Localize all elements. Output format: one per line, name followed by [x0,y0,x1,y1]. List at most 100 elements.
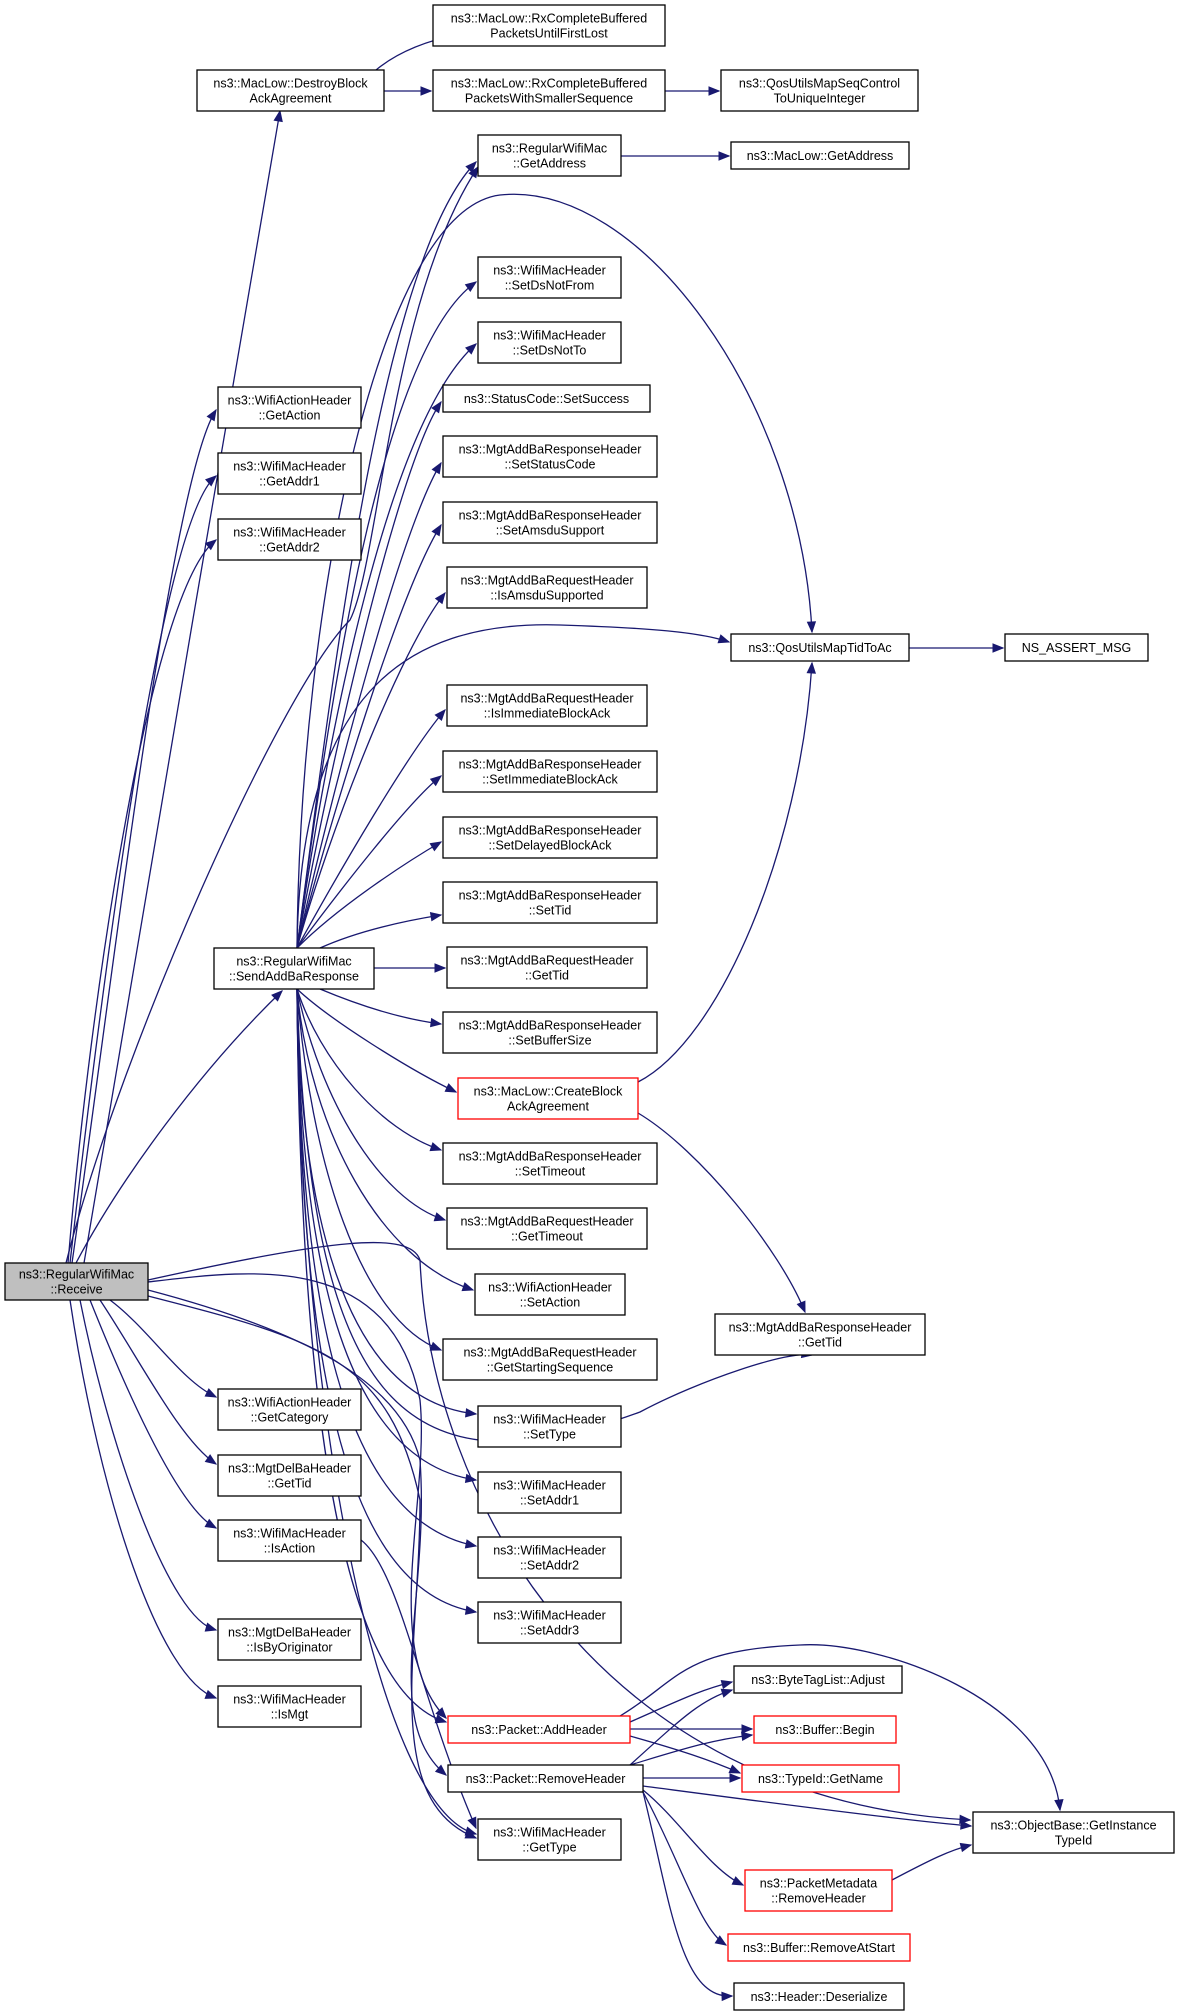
node-box[interactable] [442,881,658,924]
node-box[interactable] [477,134,622,177]
node-rxSmallerSeq[interactable]: ns3::MacLow::RxCompleteBufferedPacketsWi… [432,69,666,112]
node-bufferBegin[interactable]: ns3::Buffer::Begin [753,1715,897,1744]
node-box[interactable] [733,1982,905,2011]
node-setDsNotTo[interactable]: ns3::WifiMacHeader::SetDsNotTo [477,321,622,364]
node-box[interactable] [733,1665,903,1694]
node-metaRemoveHeader[interactable]: ns3::PacketMetadata::RemoveHeader [744,1869,893,1912]
node-box[interactable] [442,435,658,478]
node-isMgt[interactable]: ns3::WifiMacHeader::IsMgt [217,1685,362,1728]
node-qosTidToAc[interactable]: ns3::QosUtilsMapTidToAc [730,633,910,662]
node-box[interactable] [447,1715,631,1744]
node-setImmediateBlockAck[interactable]: ns3::MgtAddBaResponseHeader::SetImmediat… [442,750,658,793]
node-box[interactable] [446,684,648,727]
node-box[interactable] [442,750,658,793]
node-box[interactable] [720,69,919,112]
node-addHeader[interactable]: ns3::Packet::AddHeader [447,1715,631,1744]
node-regGetAddress[interactable]: ns3::RegularWifiMac::GetAddress [477,134,622,177]
node-box[interactable] [477,321,622,364]
node-respSetTid[interactable]: ns3::MgtAddBaResponseHeader::SetTid [442,881,658,924]
node-getType[interactable]: ns3::WifiMacHeader::GetType [477,1818,622,1861]
node-box[interactable] [442,501,658,544]
node-box[interactable] [217,1519,362,1562]
node-reqGetTid[interactable]: ns3::MgtAddBaRequestHeader::GetTid [446,946,648,989]
node-box[interactable] [217,1618,362,1661]
node-nsAssertMsg[interactable]: NS_ASSERT_MSG [1004,633,1149,662]
node-box[interactable] [457,1077,639,1120]
node-macLowGetAddress[interactable]: ns3::MacLow::GetAddress [730,141,910,170]
node-box[interactable] [217,1454,362,1497]
node-box[interactable] [217,452,362,495]
node-box[interactable] [474,1273,626,1316]
node-box[interactable] [217,1388,362,1431]
node-box[interactable] [477,1405,622,1448]
node-rxFirstLost[interactable]: ns3::MacLow::RxCompleteBufferedPacketsUn… [432,4,666,47]
node-box[interactable] [477,1818,622,1861]
node-typeIdGetName[interactable]: ns3::TypeId::GetName [741,1764,900,1793]
node-box[interactable] [477,1601,622,1644]
node-setAmsduSupport[interactable]: ns3::MgtAddBaResponseHeader::SetAmsduSup… [442,501,658,544]
node-removeAtStart[interactable]: ns3::Buffer::RemoveAtStart [727,1933,911,1962]
node-box[interactable] [442,1338,658,1381]
node-getAddr2[interactable]: ns3::WifiMacHeader::GetAddr2 [217,518,362,561]
node-getStartingSequence[interactable]: ns3::MgtAddBaRequestHeader::GetStartingS… [442,1338,658,1381]
node-isAction[interactable]: ns3::WifiMacHeader::IsAction [217,1519,362,1562]
node-box[interactable] [213,947,375,990]
node-box[interactable] [446,566,648,609]
node-box[interactable] [714,1313,926,1356]
node-box[interactable] [432,4,666,47]
node-box[interactable] [446,946,648,989]
node-sendAddBaResponse[interactable]: ns3::RegularWifiMac::SendAddBaResponse [213,947,375,990]
node-removeHeader[interactable]: ns3::Packet::RemoveHeader [447,1764,644,1793]
node-box[interactable] [1004,633,1149,662]
node-setType[interactable]: ns3::WifiMacHeader::SetType [477,1405,622,1448]
node-box[interactable] [447,1764,644,1793]
node-box[interactable] [477,1471,622,1514]
node-setAddr3[interactable]: ns3::WifiMacHeader::SetAddr3 [477,1601,622,1644]
node-box[interactable] [477,1536,622,1579]
node-box[interactable] [753,1715,897,1744]
node-qosSeqControl[interactable]: ns3::QosUtilsMapSeqControlToUniqueIntege… [720,69,919,112]
node-isByOriginator[interactable]: ns3::MgtDelBaHeader::IsByOriginator [217,1618,362,1661]
node-byteTagAdjust[interactable]: ns3::ByteTagList::Adjust [733,1665,903,1694]
node-box[interactable] [432,69,666,112]
node-getTimeout[interactable]: ns3::MgtAddBaRequestHeader::GetTimeout [446,1207,648,1250]
node-setAddr1[interactable]: ns3::WifiMacHeader::SetAddr1 [477,1471,622,1514]
node-getAddr1[interactable]: ns3::WifiMacHeader::GetAddr1 [217,452,362,495]
node-box[interactable] [972,1811,1175,1854]
node-setDelayedBlockAck[interactable]: ns3::MgtAddBaResponseHeader::SetDelayedB… [442,816,658,859]
node-isImmediateBlockAck[interactable]: ns3::MgtAddBaRequestHeader::IsImmediateB… [446,684,648,727]
node-box[interactable] [744,1869,893,1912]
node-setAddr2[interactable]: ns3::WifiMacHeader::SetAddr2 [477,1536,622,1579]
node-box[interactable] [442,1011,658,1054]
node-box[interactable] [741,1764,900,1793]
node-box[interactable] [477,256,622,299]
node-getCategory[interactable]: ns3::WifiActionHeader::GetCategory [217,1388,362,1431]
node-receive[interactable]: ns3::RegularWifiMac::Receive [4,1262,149,1301]
node-box[interactable] [446,1207,648,1250]
node-setTimeout[interactable]: ns3::MgtAddBaResponseHeader::SetTimeout [442,1142,658,1185]
node-box[interactable] [730,141,910,170]
node-getAction[interactable]: ns3::WifiActionHeader::GetAction [217,386,362,429]
node-setBufferSize[interactable]: ns3::MgtAddBaResponseHeader::SetBufferSi… [442,1011,658,1054]
node-setAction[interactable]: ns3::WifiActionHeader::SetAction [474,1273,626,1316]
node-setStatusCode[interactable]: ns3::MgtAddBaResponseHeader::SetStatusCo… [442,435,658,478]
node-box[interactable] [217,386,362,429]
node-respGetTid[interactable]: ns3::MgtAddBaResponseHeader::GetTid [714,1313,926,1356]
node-box[interactable] [4,1262,149,1301]
node-isAmsduSupported[interactable]: ns3::MgtAddBaRequestHeader::IsAmsduSuppo… [446,566,648,609]
node-box[interactable] [727,1933,911,1962]
node-box[interactable] [442,384,651,413]
node-statusSetSuccess[interactable]: ns3::StatusCode::SetSuccess [442,384,651,413]
node-delBaGetTid[interactable]: ns3::MgtDelBaHeader::GetTid [217,1454,362,1497]
node-box[interactable] [730,633,910,662]
node-box[interactable] [217,518,362,561]
node-box[interactable] [442,816,658,859]
node-setDsNotFrom[interactable]: ns3::WifiMacHeader::SetDsNotFrom [477,256,622,299]
node-box[interactable] [217,1685,362,1728]
node-deserialize[interactable]: ns3::Header::Deserialize [733,1982,905,2011]
node-box[interactable] [196,69,385,112]
node-box[interactable] [442,1142,658,1185]
